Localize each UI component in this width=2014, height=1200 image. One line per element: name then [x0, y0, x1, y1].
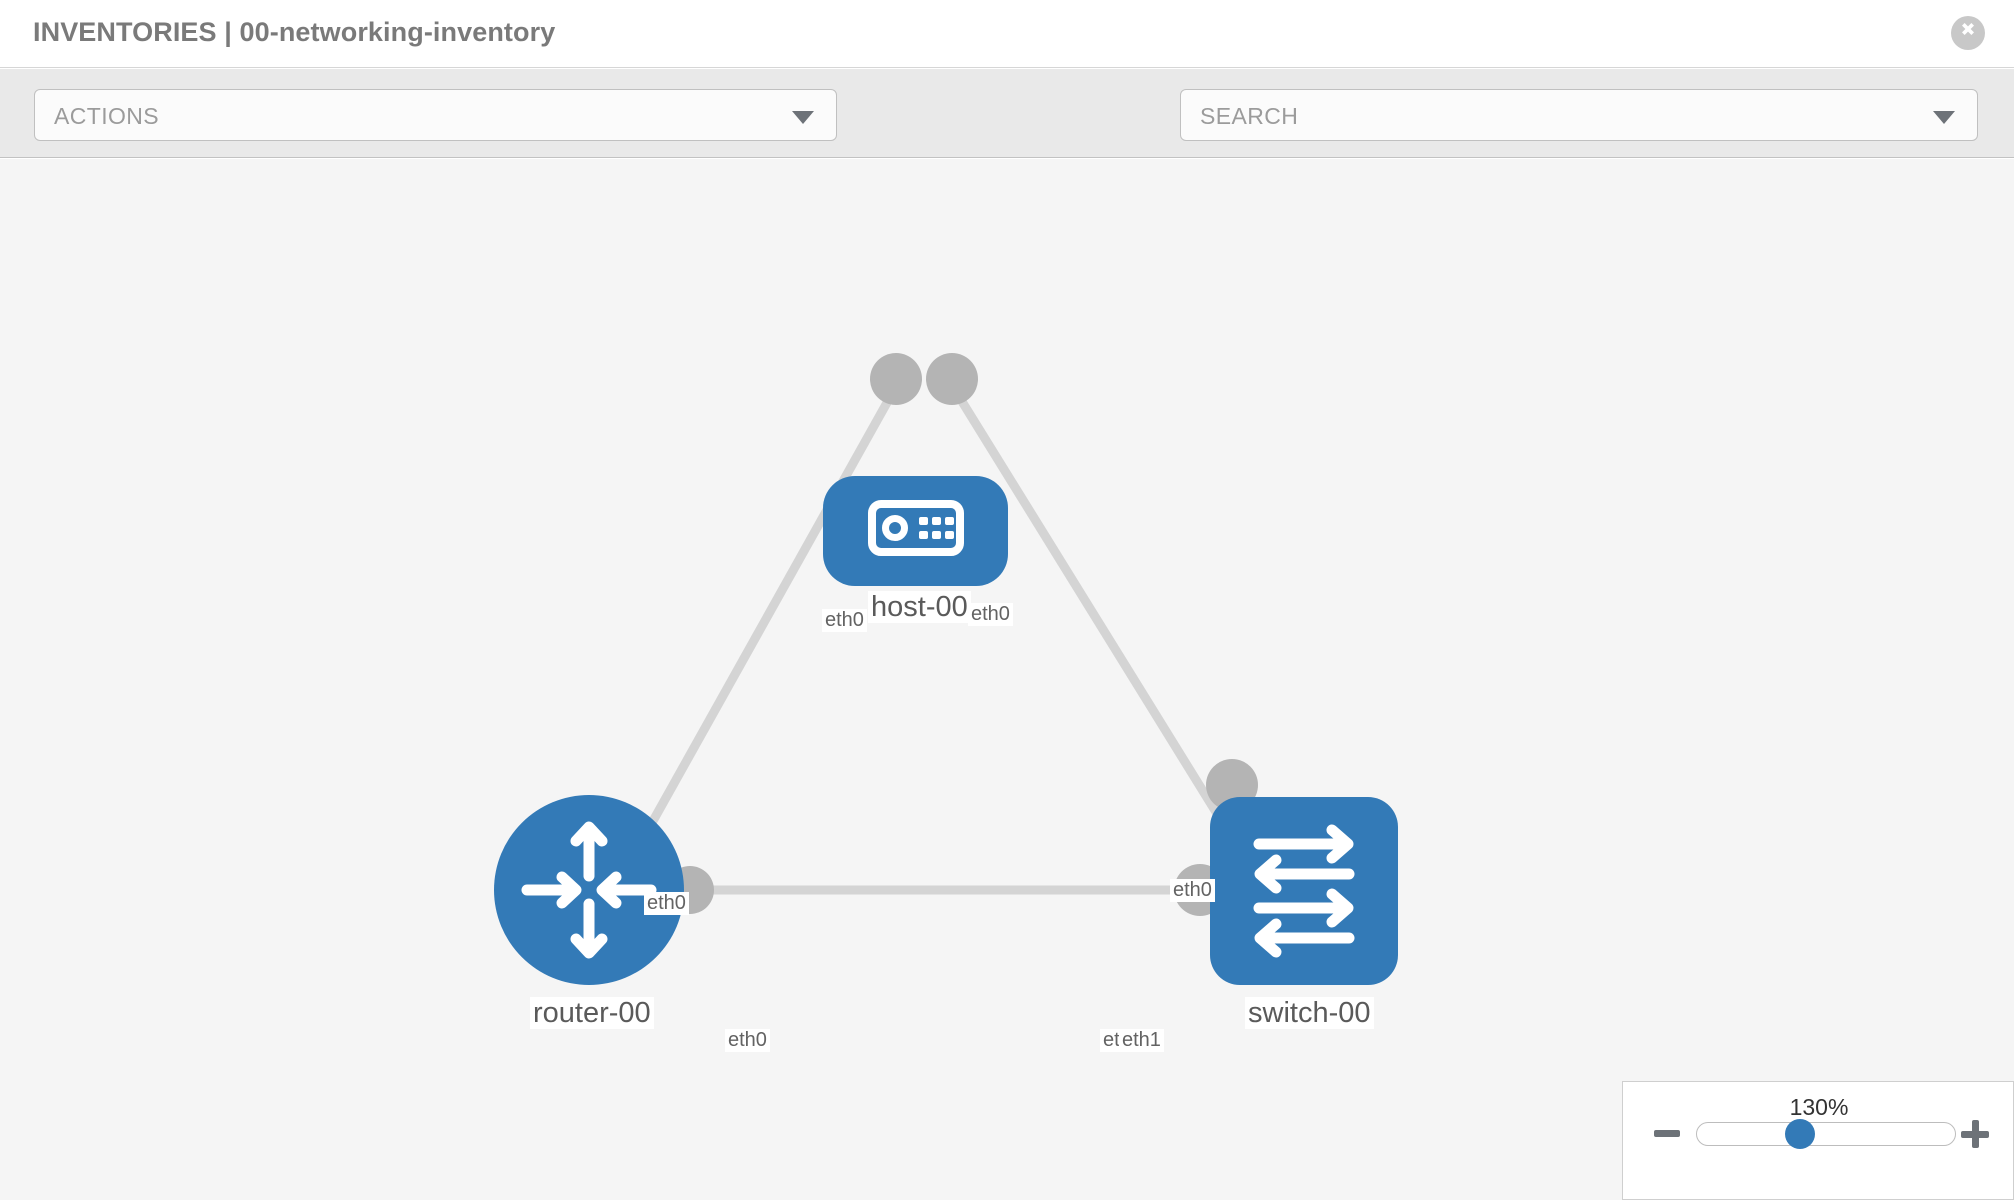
- toolbar: ACTIONS SEARCH: [0, 69, 2014, 198]
- node-router-00: [494, 795, 684, 985]
- actions-dropdown-label: ACTIONS: [54, 103, 160, 129]
- link-host-switch: [941, 371, 1249, 862]
- minus-icon[interactable]: [1654, 1130, 1680, 1137]
- node-label-router-00: router-00: [530, 997, 654, 1030]
- iface-label-router-right: eth0: [725, 1029, 770, 1052]
- iface-label-host-left: eth0: [822, 609, 867, 632]
- actions-dropdown[interactable]: ACTIONS: [34, 89, 837, 141]
- router-four-arrows-icon: [521, 821, 657, 959]
- node-switch-00: [1210, 797, 1398, 985]
- topology-canvas[interactable]: eth0 host-00 eth0 eth0 eth0 eth0 eth0 et…: [0, 159, 2014, 1200]
- zoom-slider-thumb[interactable]: [1785, 1119, 1815, 1149]
- iface-label-host-right: eth0: [968, 603, 1013, 626]
- topology-svg: [494, 353, 1398, 985]
- switch-arrows-icon: [1253, 824, 1355, 958]
- iface-label-switch-upper: eth0: [1170, 879, 1215, 902]
- search-placeholder: SEARCH: [1200, 103, 1299, 129]
- zoom-level-value: 130%: [1789, 1094, 1849, 1120]
- link-host-router: [621, 371, 907, 874]
- page-title: INVENTORIES | 00-networking-inventory: [33, 17, 556, 47]
- topology-links: [621, 371, 1249, 895]
- server-appliance-icon: [868, 500, 964, 556]
- zoom-control-panel: 130%: [1622, 1081, 2014, 1200]
- zoom-slider[interactable]: [1696, 1122, 1956, 1146]
- page-header: INVENTORIES | 00-networking-inventory: [0, 0, 2014, 68]
- chevron-down-icon: [1933, 111, 1955, 124]
- port-host-left: [870, 353, 922, 405]
- chevron-down-icon: [792, 111, 814, 124]
- close-icon[interactable]: [1951, 16, 1985, 50]
- iface-label-switch-left-b: eth1: [1119, 1029, 1164, 1052]
- plus-icon[interactable]: [1961, 1120, 1989, 1148]
- node-label-host-00: host-00: [868, 591, 971, 624]
- port-host-right: [926, 353, 978, 405]
- node-label-switch-00: switch-00: [1245, 997, 1374, 1030]
- iface-label-router-upper: eth0: [644, 892, 689, 915]
- search-input[interactable]: SEARCH: [1180, 89, 1978, 141]
- node-host-00: [823, 476, 1008, 586]
